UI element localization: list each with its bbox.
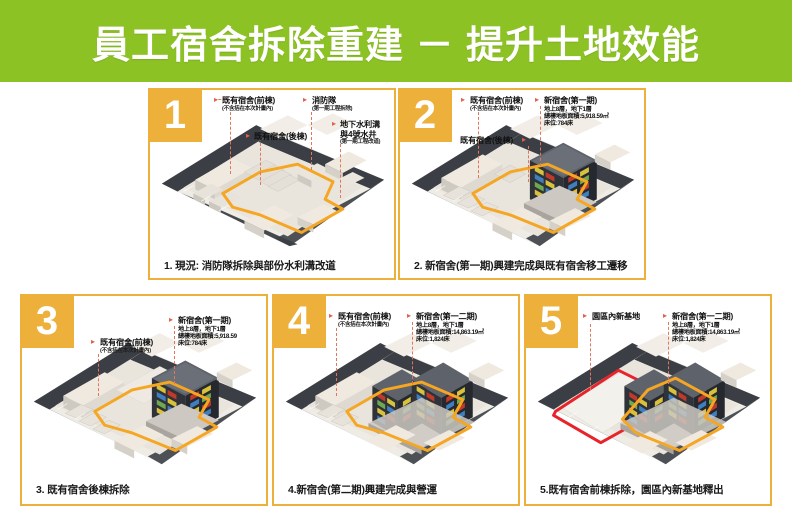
isometric-site-svg xyxy=(537,331,761,465)
leader-stem xyxy=(174,326,175,384)
panel-caption-1: 1. 現況: 消防隊拆除與部份水利溝改道 xyxy=(164,259,336,272)
step-number-badge: 2 xyxy=(398,88,452,142)
callout-new-land-5: 園區內新基地 xyxy=(592,312,640,321)
leader-arrow-icon: ▸ xyxy=(663,311,668,320)
leader-arrow-icon: ▸ xyxy=(407,311,412,320)
title-banner: 員工宿舍拆除重建 － 提升土地效能 xyxy=(0,0,792,82)
panel-step-1[interactable]: 1 xyxy=(148,88,396,280)
panel-step-5[interactable]: 5 xyxy=(524,294,772,506)
panel-grid: 1 xyxy=(0,82,792,528)
panel-step-2[interactable]: 2 xyxy=(398,88,646,280)
leader-arrow-icon: ▸ xyxy=(214,95,219,104)
leader-stem xyxy=(260,143,261,185)
leader-arrow-icon: ▸ xyxy=(303,95,308,104)
callout-fire-station-1: 消防隊 (第一期工程拆除) xyxy=(312,96,353,112)
leader-stem xyxy=(668,322,669,384)
leader-arrow-icon: ▸ xyxy=(522,135,527,144)
step-number-badge: 5 xyxy=(524,294,578,348)
panel-caption-5: 5.既有宿舍前棟拆除，園區內新基地釋出 xyxy=(540,483,724,496)
step-number-badge: 4 xyxy=(272,294,326,348)
dorm-site-boundary xyxy=(620,376,725,452)
site-rendering-3 xyxy=(22,296,266,474)
leader-arrow-icon: ▸ xyxy=(329,311,334,320)
leader-arrow-icon: ▸ xyxy=(332,119,337,128)
page-title: 員工宿舍拆除重建 － 提升土地效能 xyxy=(91,24,701,67)
site-rendering-1 xyxy=(150,90,394,252)
leader-stem xyxy=(336,328,337,396)
callout-existing-rear-2: 既有宿舍(後棟) xyxy=(460,136,513,145)
step-number-badge: 1 xyxy=(148,88,202,142)
leader-stem xyxy=(340,144,341,198)
isometric-site-svg xyxy=(161,113,385,247)
panel-step-4[interactable]: 4 xyxy=(272,294,520,506)
isometric-site-svg xyxy=(285,331,509,465)
leader-arrow-icon: ▸ xyxy=(246,131,251,140)
panel-step-3[interactable]: 3 xyxy=(20,294,268,506)
panel-caption-2: 2. 新宿舍(第一期)興建完成與既有宿舍移工遷移 xyxy=(414,259,628,272)
leader-stem xyxy=(540,106,541,166)
leader-stem xyxy=(528,146,529,182)
isometric-site-svg xyxy=(33,331,257,465)
callout-new-dorm-phase1-3: 新宿舍(第一期) 地上8層，地下1層 總樓地板面積:5,918.59 床位:78… xyxy=(178,316,237,348)
leader-arrow-icon: ▸ xyxy=(461,95,466,104)
panel-caption-3: 3. 既有宿舍後棟拆除 xyxy=(36,483,130,496)
leader-arrow-icon: ▸ xyxy=(535,95,540,104)
leader-arrow-icon: ▸ xyxy=(583,311,588,320)
site-rendering-4 xyxy=(274,296,518,474)
callout-existing-front-2: 既有宿舍(前棟) (不含括在本次計畫內) xyxy=(470,96,523,112)
step-number-badge: 3 xyxy=(20,294,74,348)
leader-stem xyxy=(230,112,231,174)
leader-stem xyxy=(311,112,312,170)
leader-stem xyxy=(214,99,230,100)
callout-new-dorm-phase1-2: 新宿舍(第一期) 地上8層，地下1層 總樓地板面積:5,918.59㎡ 床位:7… xyxy=(544,96,609,128)
callout-existing-rear-1: 既有宿舍(後棟) xyxy=(254,132,307,141)
callout-existing-front-3: 既有宿舍(前棟) (不含括在本次計畫內) xyxy=(100,338,153,354)
callout-new-dorm-phase12-5: 新宿舍(第一二期) 地上8層，地下1層 總樓地板面積:14,863.19㎡ 床位… xyxy=(672,312,740,344)
callout-existing-front-4: 既有宿舍(前棟) (不含括在本次計畫內) xyxy=(338,312,391,328)
leader-stem xyxy=(98,354,99,396)
callout-water-channel-1: 地下水利溝 與4號水井 (第一期工程改道) xyxy=(340,120,381,146)
leader-stem xyxy=(412,322,413,384)
leader-arrow-icon: ▸ xyxy=(169,315,174,324)
site-rendering-2 xyxy=(400,90,644,252)
callout-new-dorm-phase12-4: 新宿舍(第一二期) 地上8層，地下1層 總樓地板面積:14,863.19㎡ 床位… xyxy=(416,312,484,344)
leader-stem xyxy=(590,324,591,390)
panel-caption-4: 4.新宿舍(第二期)興建完成與營運 xyxy=(288,483,437,496)
leader-stem xyxy=(478,112,479,178)
callout-existing-front-1: 既有宿舍(前棟) (不含括在本次計畫內) xyxy=(222,96,275,112)
leader-arrow-icon: ▸ xyxy=(91,337,96,346)
